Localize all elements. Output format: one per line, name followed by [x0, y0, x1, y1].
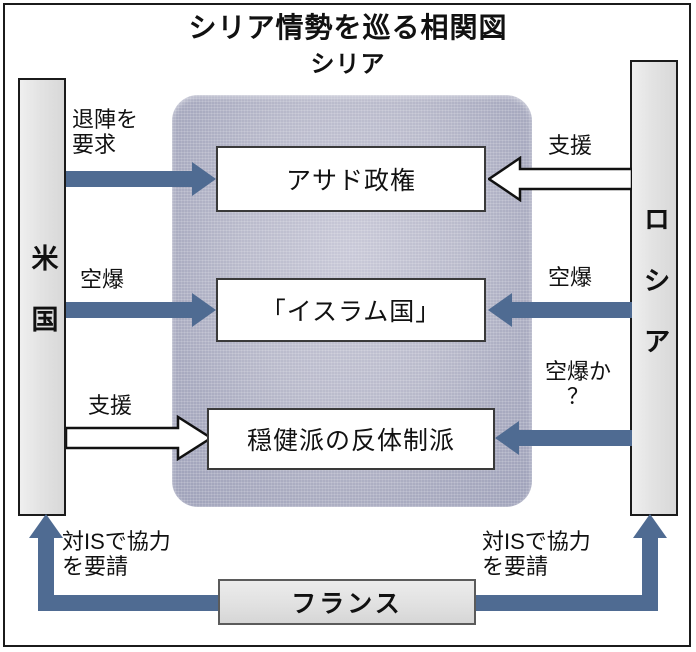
group-label-moderate-opposition: 穏健派の反体制派: [246, 427, 455, 455]
actor-bar-russia[interactable]: ロシア: [630, 60, 678, 516]
syria-title: シリア: [310, 51, 386, 78]
actor-box-france[interactable]: フランス: [218, 579, 476, 625]
edge-label-russia-is: 空爆: [548, 265, 593, 290]
actor-bar-us[interactable]: 米国: [18, 78, 66, 516]
page-title: シリア情勢を巡る相関図: [188, 12, 508, 43]
edge-label-us-is: 空爆: [80, 267, 125, 292]
edge-label-france-us: 対ISで協力 を要請: [62, 529, 171, 579]
group-box-assad[interactable]: アサド政権: [216, 146, 486, 212]
arrow-us-moderate: [66, 415, 212, 461]
edge-label-us-assad: 退陣を 要求: [72, 107, 139, 157]
actor-label-france: フランス: [291, 590, 403, 618]
edge-label-us-moderate: 支援: [88, 393, 133, 418]
actor-label-us: 米国: [27, 244, 58, 366]
arrow-russia-assad: [488, 156, 632, 202]
group-label-assad: アサド政権: [285, 167, 416, 195]
group-box-islamic-state[interactable]: 「イスラム国」: [216, 278, 486, 342]
edge-label-france-russia: 対ISで協力 を要請: [482, 529, 591, 579]
outer-frame: [3, 3, 691, 647]
group-label-islamic-state: 「イスラム国」: [260, 298, 442, 326]
edge-label-russia-moderate: 空爆か ？: [544, 359, 611, 409]
actor-label-russia: ロシア: [639, 204, 670, 388]
edge-label-russia-assad: 支援: [548, 133, 593, 158]
group-box-moderate-opposition[interactable]: 穏健派の反体制派: [207, 408, 495, 470]
